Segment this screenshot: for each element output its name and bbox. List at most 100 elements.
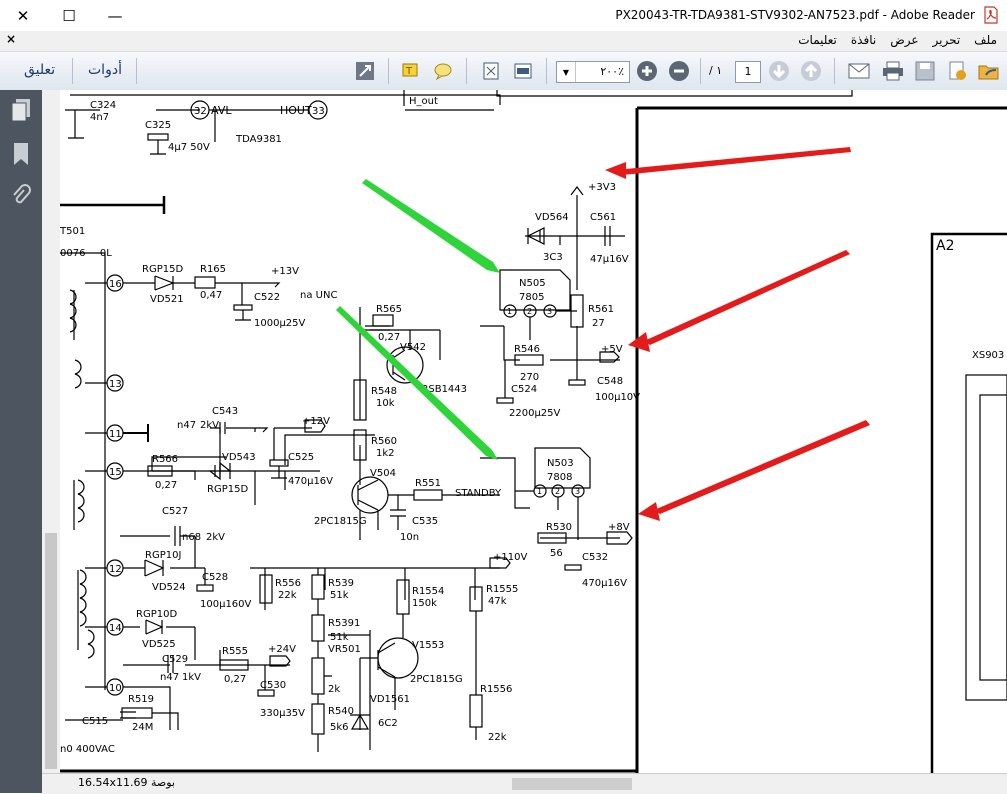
highlight-text-button[interactable]: T [398,58,424,84]
component-label: C532 [582,552,608,563]
component-label: AVL [211,104,232,117]
vertical-scrollbar[interactable] [42,90,60,773]
component-label: 2PC1815G [410,674,463,685]
wire [525,195,625,245]
capacitor-c548 [568,379,586,386]
wire [599,351,620,363]
zoom-select[interactable]: ▼ ٢٠٠٪ [556,61,630,83]
component-label: n47 [160,672,179,683]
component-label: 2200µ25V [509,408,561,419]
close-window-button[interactable]: ✕ [0,0,46,31]
pages-icon [11,99,30,122]
maximize-window-button[interactable]: ☐ [46,0,92,31]
component-label: 5k6 [330,722,349,733]
wire [65,686,171,730]
component-label: 51k [330,632,349,643]
capacitor-c532 [564,564,582,571]
fullscreen-button[interactable] [352,58,378,84]
chevron-down-icon[interactable]: ▼ [557,62,576,82]
wire [123,282,265,305]
toolbar-divider [700,58,701,84]
folder-share-icon [978,65,999,80]
arrow-up-icon [801,61,821,81]
horizontal-scrollbar-thumb[interactable] [512,778,632,790]
zoom-in-button[interactable] [634,58,660,84]
red-arrow [615,147,851,175]
page-number-input[interactable]: 1 [735,61,761,83]
schematic-box-outline [496,90,853,97]
component-label: 1kV [182,672,201,683]
component-label: VD1561 [370,694,410,705]
zoom-out-button[interactable] [666,58,692,84]
svg-text:T: T [405,66,413,77]
component-label: 1k2 [376,448,395,459]
email-button[interactable] [846,58,872,84]
component-label: V504 [370,468,396,479]
component-label: C325 [145,120,171,131]
component-label: RGP15D [142,264,183,275]
wire [210,427,269,471]
window-title: PX20043-TR-TDA9381-STV9302-AN7523.pdf - … [615,8,975,22]
scrollbar-thumb[interactable] [45,533,57,769]
pin-number: 12 [109,564,122,575]
create-pdf-button[interactable] [944,58,970,84]
resistor-r1554 [396,579,410,615]
menu-window[interactable]: نافذة [850,33,877,47]
transformer-core [73,290,79,650]
component-label: C535 [412,516,438,527]
sticky-note-button[interactable] [430,58,456,84]
close-icon: ✕ [16,6,30,25]
bookmarks-panel-button[interactable] [12,142,30,170]
component-label: C548 [597,376,623,387]
fit-width-button[interactable] [510,58,536,84]
component-label: 10n [400,532,419,543]
resistor-r530 [537,532,567,544]
pages-panel-button[interactable] [10,98,32,126]
next-page-button[interactable] [766,58,792,84]
page-total: / ١ [709,64,723,77]
component-label: 270 [520,372,539,383]
wire [65,109,100,139]
title-bar: ✕ ☐ — PX20043-TR-TDA9381-STV9302-AN7523.… [0,0,1007,31]
menu-view[interactable]: عرض [890,33,919,47]
attachments-panel-button[interactable] [11,184,31,212]
print-button[interactable] [880,58,906,84]
component-label: C530 [260,680,286,691]
component-label: 0,27 [155,480,177,491]
toolbar-divider [136,58,137,84]
pin-number: 3 [547,307,552,316]
menu-edit[interactable]: تحرير [932,33,961,47]
component-label: R561 [588,304,614,315]
close-document-button[interactable]: × [6,32,17,46]
resistor-r1556 [469,694,483,728]
minimize-window-button[interactable]: — [92,0,138,31]
tools-pane-button[interactable]: أدوات [88,62,122,78]
wire [390,494,500,530]
component-label: R5391 [328,618,360,629]
share-button[interactable] [976,58,1002,84]
resistor-r519 [121,707,153,719]
capacitor-c524 [496,397,514,404]
save-button[interactable] [912,58,938,84]
component-label: 47µ16V [590,254,629,265]
document-view[interactable]: C324 4n7 AVL HOUT TDA9381 C325 4µ7 50V H… [60,90,1007,773]
wire [123,567,500,610]
previous-page-button[interactable] [798,58,824,84]
zoom-in-icon [637,61,657,81]
diode-vd521 [154,275,175,291]
menu-file[interactable]: ملف [974,33,997,47]
component-label: n0 400VAC [60,744,115,755]
component-label: n47 [177,420,196,431]
component-label: R165 [200,264,226,275]
pin-number: 10 [109,683,122,694]
component-label: RGP15D [207,484,248,495]
component-label: 10k [376,398,395,409]
menu-help[interactable]: تعليمات [798,33,837,47]
comment-pane-button[interactable]: تعليق [24,62,56,78]
wire [606,531,633,545]
wire [123,434,375,505]
component-label: 470µ16V [288,476,333,487]
fit-page-button[interactable] [478,58,504,84]
wire [570,186,584,196]
component-label: VD564 [535,212,569,223]
